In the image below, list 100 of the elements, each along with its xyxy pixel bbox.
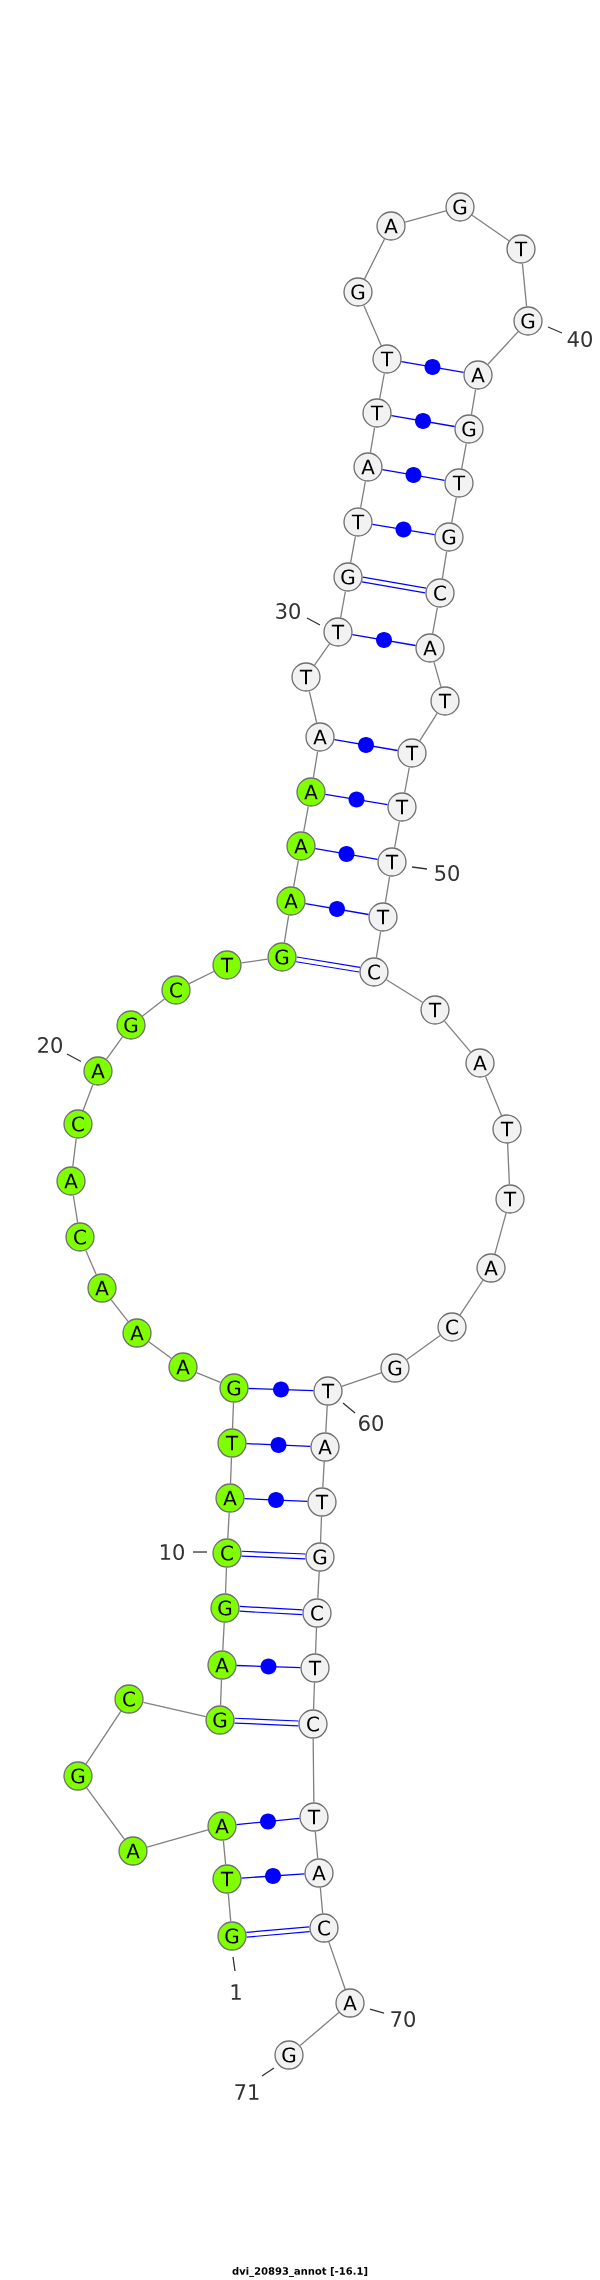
position-number: 10 [160,1544,184,1560]
position-number: 50 [435,865,459,881]
backbone-line [322,1461,325,1489]
backbone-line [314,1830,319,1860]
backbone-line [507,1143,511,1186]
backbone-line [82,1084,94,1111]
backbone-line [292,859,300,888]
backbone-line [231,1402,235,1430]
base-pair-line [241,1550,306,1560]
backbone-line [433,661,442,688]
backbone-line [105,1036,124,1060]
backbone-line [461,442,467,470]
base-pair-line [381,467,446,483]
backbone-line [148,1341,172,1359]
backbone-line [339,590,347,619]
backbone-line [283,914,290,944]
backbone-line [312,750,319,779]
backbone-line [85,1249,97,1276]
backbone-line [188,970,215,985]
base-pair-line [333,737,399,753]
base-pair-line [239,1605,303,1616]
backbone-line [471,214,510,242]
backbone-line [319,1886,324,1915]
backbone-line [404,210,447,223]
backbone-line [470,388,477,416]
base-pair-line [361,576,427,594]
backbone-line [299,2011,340,2047]
backbone-line [363,238,386,280]
base-pair-line [371,521,436,538]
backbone-line [521,262,528,308]
backbone-line [72,1194,79,1224]
base-pair-line [234,1717,299,1727]
backbone-line [240,958,269,964]
backbone-line [313,643,331,666]
backbone-line [384,875,391,904]
base-pair-line [248,1381,314,1398]
backbone-line [404,766,410,794]
backbone-line [142,1701,207,1718]
backbone-line [350,535,357,564]
backbone-line [141,998,166,1017]
backbone-line [328,1941,346,1990]
backbone-line [419,712,438,742]
base-pair-line [314,846,379,862]
backbone-line [224,1567,228,1595]
backbone-line [451,496,457,524]
backbone-line [72,1137,77,1168]
position-number: 30 [276,603,300,619]
backbone-line [441,550,448,580]
base-pair-line [235,1813,301,1830]
backbone-line [459,1279,484,1316]
backbone-line [406,1334,441,1361]
caption: dvi_20893_annot [-16.1] [232,2267,368,2277]
backbone-line [303,805,309,833]
backbone-line [308,690,318,724]
position-number: 40 [567,331,592,347]
backbone-line [487,331,519,365]
backbone-line [86,1787,125,1840]
base-pair-line [304,901,370,917]
base-pair-line [295,956,361,973]
backbone-line [222,1622,225,1652]
backbone-line [314,1627,318,1655]
backbone-line [325,1405,328,1434]
backbone-line [385,979,424,1003]
base-pair-line [236,1658,301,1675]
backbone-line [227,1512,230,1540]
backbone-line [312,1738,315,1803]
base-pair-line [246,1926,310,1938]
backbone-line [317,1571,320,1600]
backbone-line [319,1516,323,1544]
backbone-line [494,1212,507,1255]
backbone-line [312,1682,316,1711]
backbone-line [85,1710,122,1765]
base-pair-line [400,359,465,375]
backbone-line [146,1829,209,1848]
backbone-line [341,1372,382,1387]
position-number: 71 [235,2084,259,2100]
base-pair-line [324,791,389,808]
backbone-line [222,1839,227,1866]
position-number: 1 [231,1984,241,2000]
backbone-line [375,930,382,959]
base-pair-line [246,1437,311,1453]
backbone-line [369,426,376,454]
backbone-line [394,820,401,849]
position-number: 60 [359,1415,383,1431]
backbone-line [484,1075,503,1117]
backbone-line [431,606,439,635]
backbone-line [195,1371,222,1384]
base-pair-line [390,413,456,429]
backbone-line [359,480,367,509]
base-pair-line [351,632,417,648]
backbone-line [363,304,382,347]
base-pair-line [244,1492,308,1508]
backbone-line [110,1298,129,1323]
position-number: 20 [38,1037,62,1053]
base-pair-line [240,1868,306,1884]
position-number: 70 [391,2011,415,2027]
backbone-line [379,372,385,400]
backbone-line [219,1679,223,1707]
backbone-line [443,1020,472,1053]
backbone-line [229,1457,233,1485]
